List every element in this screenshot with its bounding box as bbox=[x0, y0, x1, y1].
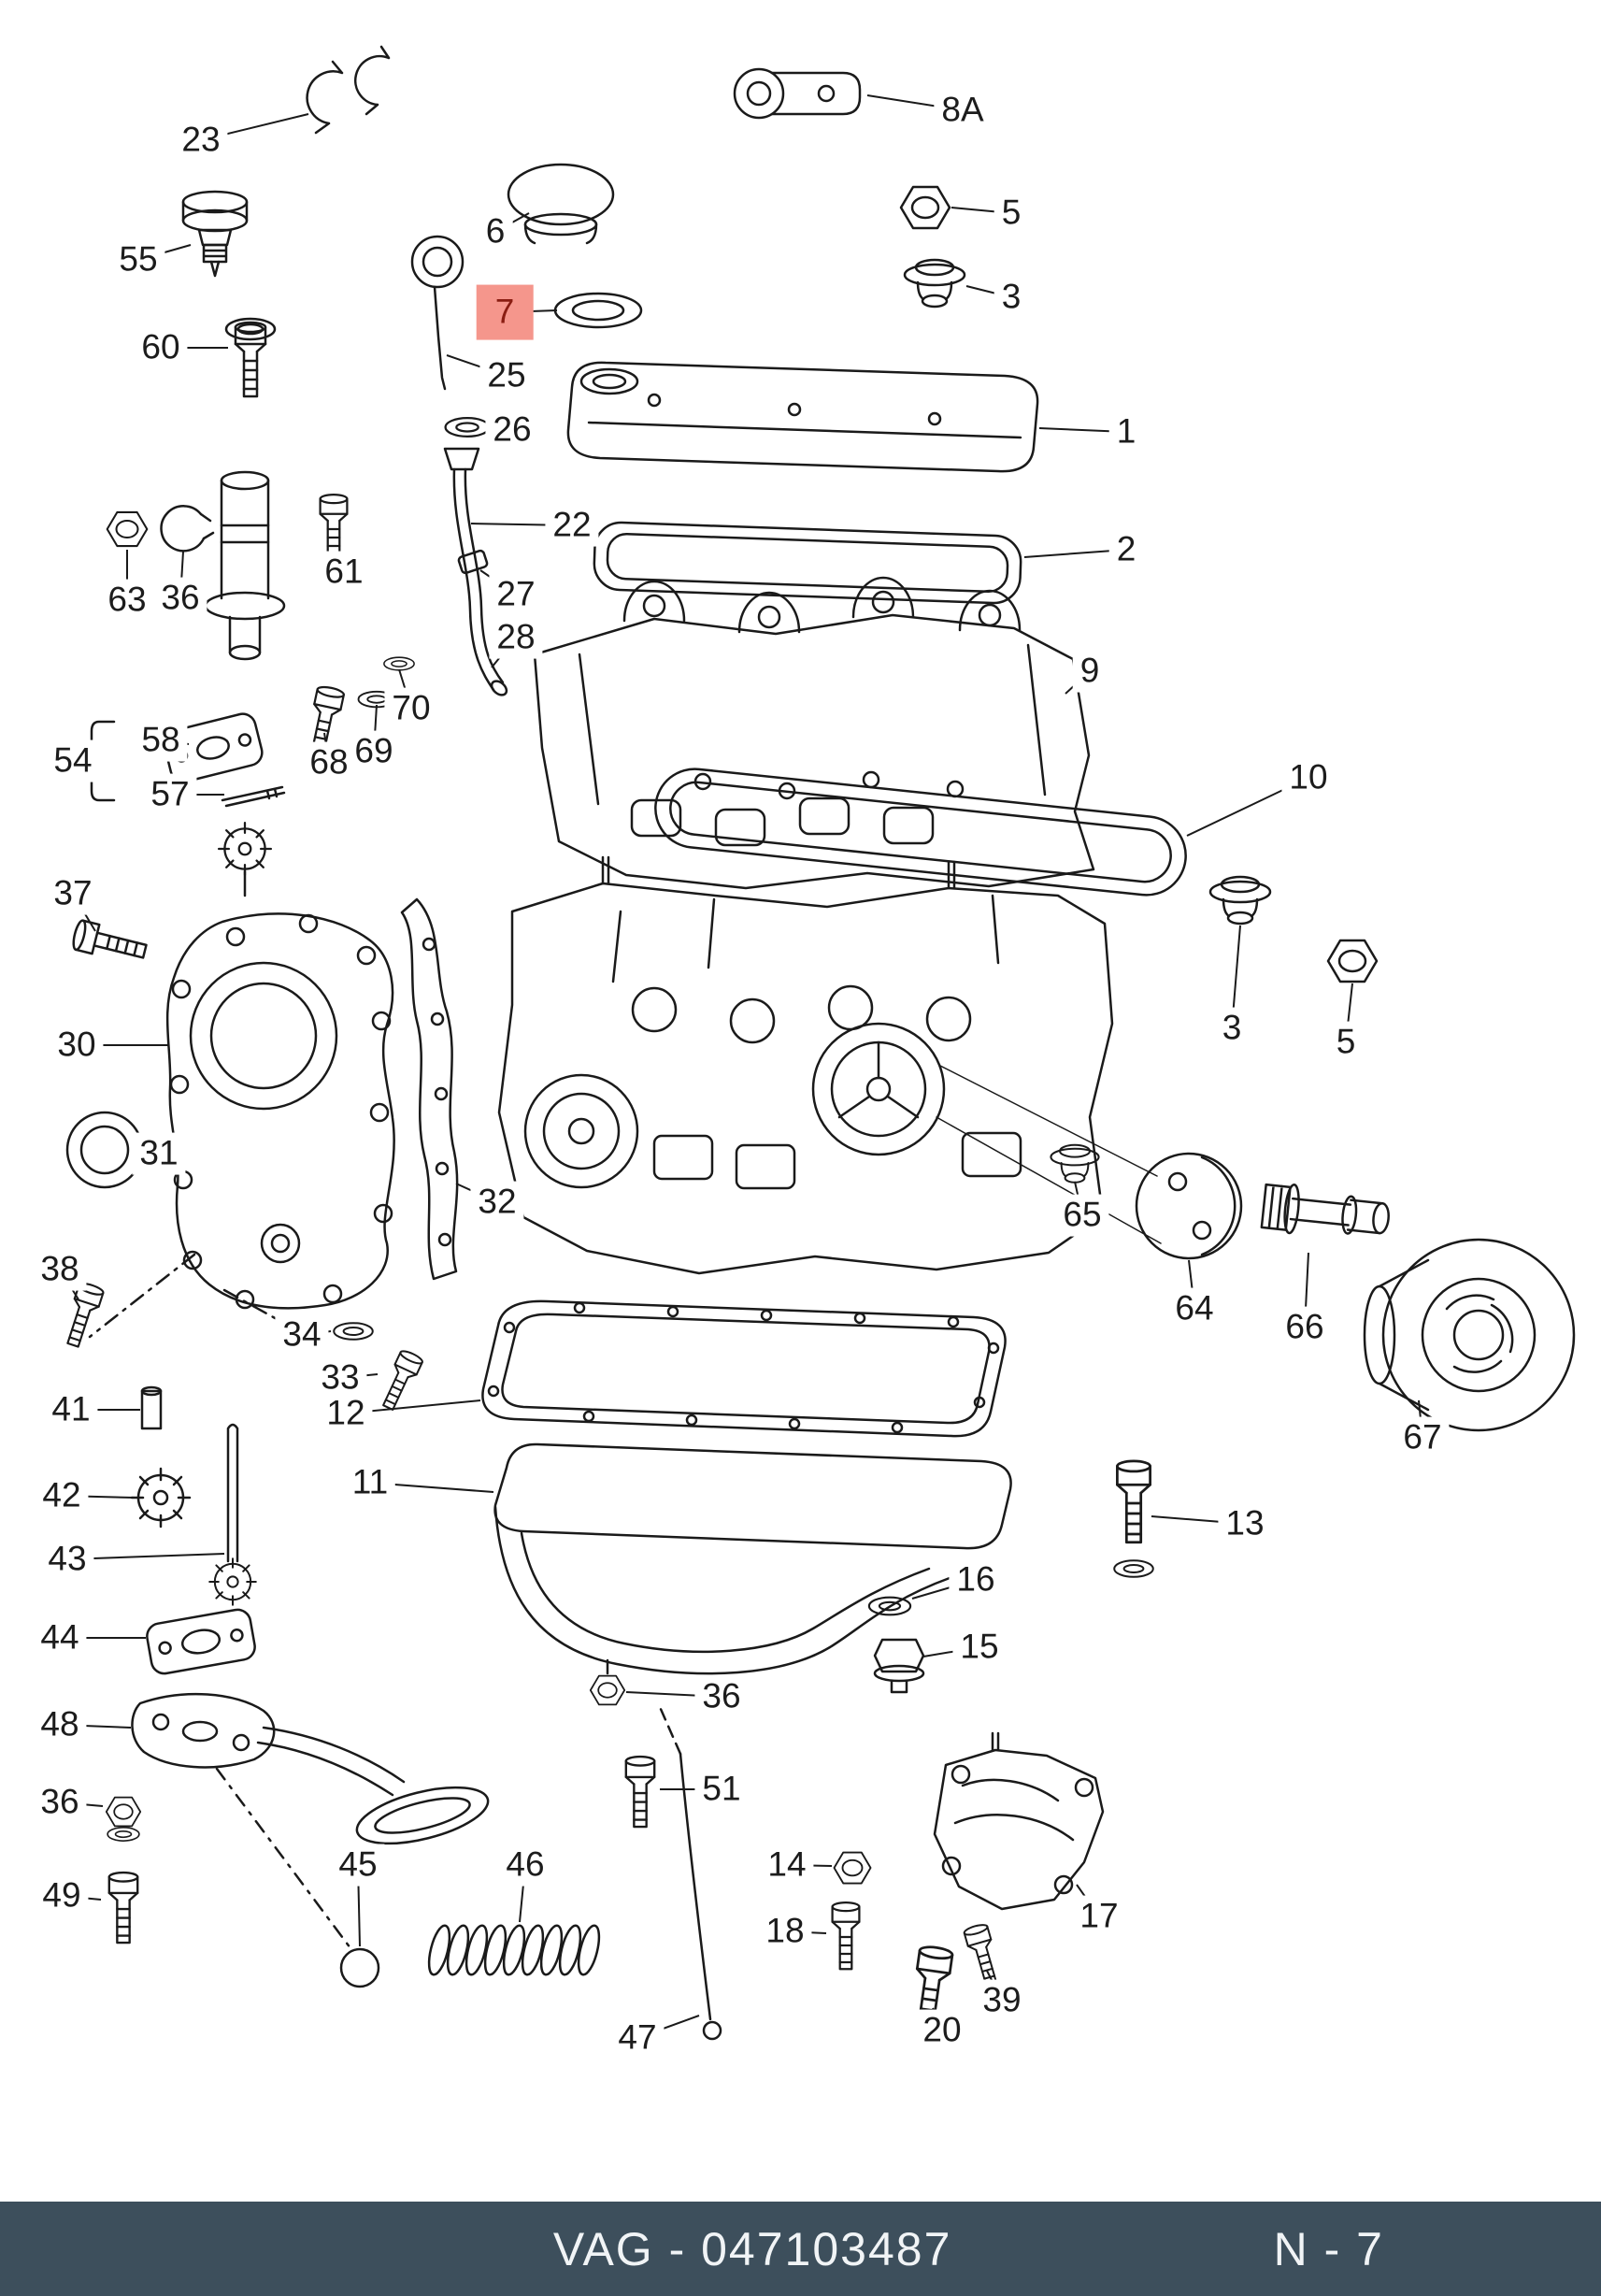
drain-plug-15 bbox=[873, 1638, 925, 1694]
spring-46 bbox=[427, 1924, 601, 1976]
part-callout-68[interactable]: 68 bbox=[302, 741, 356, 784]
oil-filler-tower-54 bbox=[204, 470, 286, 661]
part-callout-63[interactable]: 63 bbox=[100, 579, 154, 622]
part-number-text: VAG - 047103487 bbox=[552, 2222, 952, 2275]
part-callout-8a[interactable]: 8A bbox=[934, 89, 992, 132]
part-callout-6[interactable]: 6 bbox=[478, 210, 513, 253]
part-callout-12[interactable]: 12 bbox=[319, 1392, 373, 1435]
projection-lines bbox=[936, 1065, 1162, 1244]
part-callout-7[interactable]: 7 bbox=[476, 284, 534, 340]
part-callout-10[interactable]: 10 bbox=[1281, 756, 1336, 799]
part-callout-49[interactable]: 49 bbox=[35, 1874, 89, 1917]
part-callout-22[interactable]: 22 bbox=[545, 504, 599, 547]
oil-pan-gasket-12 bbox=[481, 1299, 1007, 1438]
part-callout-31[interactable]: 31 bbox=[132, 1132, 186, 1175]
part-callout-69[interactable]: 69 bbox=[347, 730, 401, 773]
part-callout-20[interactable]: 20 bbox=[915, 2009, 969, 2052]
oil-pickup-48 bbox=[131, 1692, 490, 1954]
part-callout-15[interactable]: 15 bbox=[952, 1626, 1007, 1669]
part-callout-28[interactable]: 28 bbox=[489, 616, 543, 659]
rod-47 bbox=[658, 1705, 722, 2041]
part-callout-64[interactable]: 64 bbox=[1167, 1287, 1222, 1330]
part-callout-43[interactable]: 43 bbox=[40, 1538, 94, 1581]
part-callout-41[interactable]: 41 bbox=[44, 1388, 98, 1431]
part-callout-39[interactable]: 39 bbox=[975, 1979, 1029, 2022]
part-callout-13[interactable]: 13 bbox=[1218, 1502, 1272, 1545]
part-callout-61[interactable]: 61 bbox=[317, 551, 371, 594]
part-callout-9[interactable]: 9 bbox=[1072, 650, 1108, 693]
hose-clamps-23 bbox=[306, 45, 391, 135]
ball-45 bbox=[339, 1947, 380, 1988]
part-callout-1[interactable]: 1 bbox=[1108, 410, 1144, 453]
part-callout-65[interactable]: 65 bbox=[1055, 1194, 1109, 1237]
part-callout-36-mid[interactable]: 36 bbox=[694, 1675, 749, 1718]
part-callout-26[interactable]: 26 bbox=[485, 409, 539, 452]
part-callout-45[interactable]: 45 bbox=[331, 1844, 385, 1887]
oil-filler-cap bbox=[507, 163, 615, 245]
part-callout-51[interactable]: 51 bbox=[694, 1768, 749, 1811]
part-callout-67[interactable]: 67 bbox=[1395, 1416, 1450, 1459]
part-callout-55[interactable]: 55 bbox=[111, 238, 165, 281]
part-callout-30[interactable]: 30 bbox=[50, 1024, 104, 1067]
oil-pan-11 bbox=[493, 1442, 1012, 1675]
part-callout-3-top[interactable]: 3 bbox=[993, 276, 1029, 319]
part-callout-27[interactable]: 27 bbox=[489, 573, 543, 616]
part-callout-3-right[interactable]: 3 bbox=[1214, 1007, 1250, 1050]
part-callout-32[interactable]: 32 bbox=[470, 1181, 524, 1224]
part-callout-47[interactable]: 47 bbox=[610, 2016, 665, 2059]
bottom-hardware bbox=[105, 1658, 1004, 2032]
dipstick-25 bbox=[410, 235, 465, 391]
timing-cover bbox=[88, 912, 395, 1350]
part-callout-34[interactable]: 34 bbox=[275, 1313, 329, 1356]
part-callout-57[interactable]: 57 bbox=[143, 773, 197, 816]
part-callout-5-top[interactable]: 5 bbox=[993, 192, 1029, 235]
end-bracket-17 bbox=[933, 1731, 1105, 1911]
timing-cover-gasket-32 bbox=[400, 897, 459, 1281]
part-callout-5-right[interactable]: 5 bbox=[1328, 1021, 1364, 1064]
part-callout-66[interactable]: 66 bbox=[1278, 1306, 1332, 1349]
part-callout-36-clip[interactable]: 36 bbox=[153, 577, 207, 620]
oil-pump-parts bbox=[130, 1385, 257, 1675]
part-callout-14[interactable]: 14 bbox=[760, 1844, 814, 1887]
part-callout-44[interactable]: 44 bbox=[33, 1616, 87, 1659]
part-callout-54[interactable]: 54 bbox=[46, 739, 100, 782]
cylinder-head bbox=[533, 576, 1095, 890]
sensor-55 bbox=[181, 190, 249, 278]
part-callout-38[interactable]: 38 bbox=[33, 1248, 87, 1291]
footer-bar: VAG - 047103487 N - 7 bbox=[0, 2202, 1601, 2296]
drive-flange-64 bbox=[1135, 1152, 1243, 1260]
cable-clamp-8a bbox=[733, 67, 862, 120]
stud-57 bbox=[221, 785, 286, 808]
head-gasket bbox=[654, 768, 1187, 897]
part-callout-48[interactable]: 48 bbox=[33, 1703, 87, 1746]
part-callout-23[interactable]: 23 bbox=[174, 119, 228, 162]
center-bolt-66 bbox=[1260, 1183, 1390, 1235]
part-callout-70[interactable]: 70 bbox=[384, 687, 438, 730]
valve-cover-gasket bbox=[593, 521, 1022, 605]
part-callout-37[interactable]: 37 bbox=[46, 872, 100, 915]
engine-exploded-drawing bbox=[60, 45, 1576, 2041]
valve-cover bbox=[566, 361, 1039, 473]
part-callout-36-left[interactable]: 36 bbox=[33, 1781, 87, 1824]
part-callout-46[interactable]: 46 bbox=[498, 1844, 552, 1887]
part-callout-42[interactable]: 42 bbox=[35, 1474, 89, 1517]
part-callout-33[interactable]: 33 bbox=[313, 1356, 367, 1399]
part-callout-25[interactable]: 25 bbox=[479, 354, 534, 397]
part-callout-60[interactable]: 60 bbox=[134, 326, 188, 369]
page-ref-text: N - 7 bbox=[1273, 2222, 1384, 2275]
dipstick-tube bbox=[443, 447, 508, 696]
part-callout-18[interactable]: 18 bbox=[758, 1910, 812, 1953]
part-callout-11[interactable]: 11 bbox=[344, 1461, 396, 1504]
drive-gear bbox=[217, 821, 273, 897]
part-callout-17[interactable]: 17 bbox=[1072, 1895, 1126, 1938]
part-callout-58[interactable]: 58 bbox=[134, 719, 188, 762]
crankshaft-pulley-67 bbox=[1363, 1238, 1576, 1432]
part-callout-2[interactable]: 2 bbox=[1108, 528, 1144, 571]
part-callout-16[interactable]: 16 bbox=[949, 1558, 1003, 1601]
